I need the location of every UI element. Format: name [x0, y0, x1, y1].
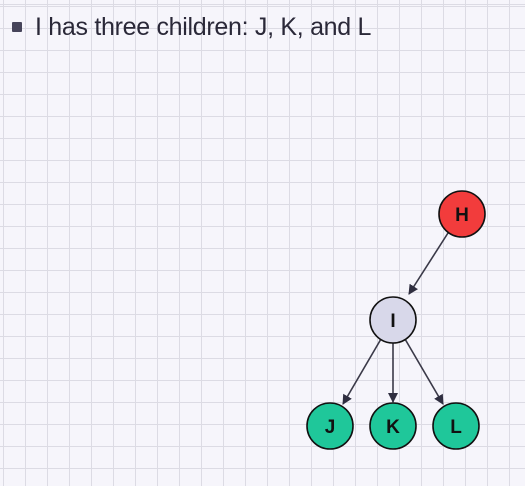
node-i-circle [369, 296, 417, 344]
node-l-circle [432, 402, 480, 450]
bullet-square-icon [12, 22, 22, 32]
node-k-label: K [386, 417, 400, 438]
node-k: K [369, 402, 417, 450]
node-l: L [432, 402, 480, 450]
node-h-label: H [455, 205, 469, 226]
node-k-circle [369, 402, 417, 450]
node-j-label: J [325, 417, 336, 438]
node-j: J [306, 402, 354, 450]
edge-i-j [342, 338, 382, 405]
node-i: I [369, 296, 417, 344]
bullet-point: I has three children: J, K, and L [12, 10, 371, 44]
bullet-text: I has three children: J, K, and L [35, 12, 372, 41]
node-i-label: I [390, 311, 395, 332]
edge-i-l [404, 338, 444, 405]
node-h-circle [438, 190, 486, 238]
node-l-label: L [450, 417, 462, 438]
node-j-circle [306, 402, 354, 450]
node-h: H [438, 190, 486, 238]
edge-h-i [408, 232, 449, 295]
